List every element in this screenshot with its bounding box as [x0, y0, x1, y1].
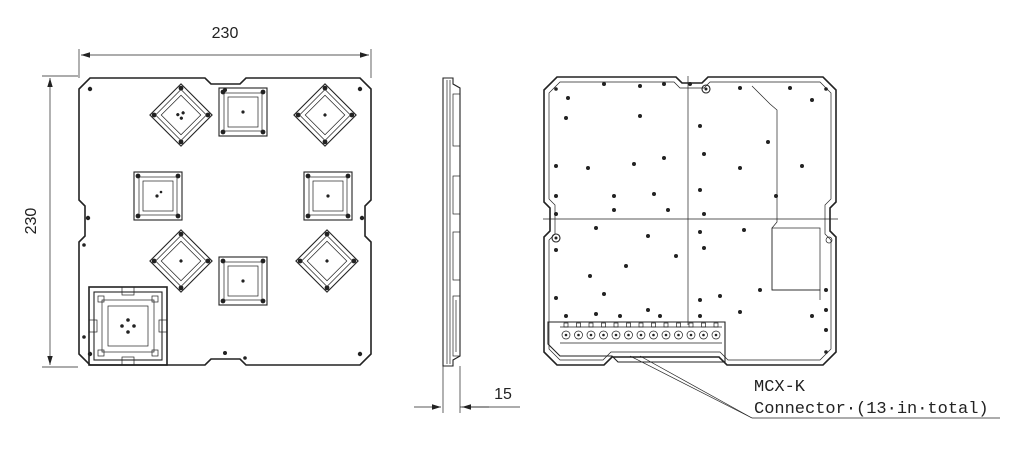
back-vias: [554, 82, 828, 332]
via: [688, 82, 692, 86]
via: [718, 294, 722, 298]
antenna-diamond-bottom-right: [295, 229, 359, 293]
connector-callout: MCX-K Connector·(13·in·total): [629, 355, 1000, 419]
width-dimension: 230: [78, 25, 372, 78]
via: [554, 248, 558, 252]
via: [698, 314, 702, 318]
mcx-k-connector: [561, 322, 571, 340]
mcx-k-connector: [599, 322, 608, 340]
via: [602, 292, 606, 296]
via: [810, 98, 814, 102]
mcx-k-connector: [624, 322, 633, 340]
thickness-dimension: 15: [414, 366, 520, 413]
antenna-square-mid-right: [303, 171, 353, 221]
via: [602, 82, 606, 86]
antenna-square-bottom-center: [218, 256, 268, 306]
width-label: 230: [212, 25, 239, 42]
side-board-outline: [442, 77, 461, 367]
via: [674, 254, 678, 258]
connector-strip: [547, 321, 726, 363]
via: [738, 310, 742, 314]
via: [612, 194, 616, 198]
mcx-k-connector: [686, 322, 696, 340]
via: [766, 140, 770, 144]
via: [564, 314, 568, 318]
mcx-k-connector: [574, 322, 583, 340]
via: [588, 274, 592, 278]
via: [646, 308, 650, 312]
via: [554, 212, 558, 216]
antenna-large-bottom-left: [88, 286, 168, 366]
via: [702, 246, 706, 250]
antenna-square-top-center: [218, 87, 268, 137]
antenna-square-mid-left: [133, 171, 183, 221]
via: [586, 166, 590, 170]
mcx-k-connector: [661, 322, 671, 340]
mcx-k-connector: [586, 322, 596, 340]
mcx-k-connector: [611, 322, 621, 340]
via: [758, 288, 762, 292]
via: [594, 312, 598, 316]
via: [632, 162, 636, 166]
height-dimension: 230: [23, 75, 78, 368]
via: [638, 114, 642, 118]
via: [612, 208, 616, 212]
via: [774, 194, 778, 198]
via: [738, 86, 742, 90]
front-mounting-holes: [82, 86, 365, 360]
mcx-k-connectors: [561, 322, 721, 340]
via: [646, 234, 650, 238]
via: [698, 298, 702, 302]
front-board-outline: [78, 77, 372, 366]
via: [800, 164, 804, 168]
via: [824, 308, 828, 312]
via: [824, 328, 828, 332]
via: [594, 226, 598, 230]
callout-line-2: Connector·(13·in·total): [754, 400, 989, 419]
front-view: 230 230: [23, 25, 372, 368]
via: [698, 230, 702, 234]
side-view: 15: [414, 77, 520, 413]
via: [698, 188, 702, 192]
mcx-k-connector: [711, 322, 721, 340]
via: [554, 194, 558, 198]
via: [662, 156, 666, 160]
via: [618, 314, 622, 318]
antenna-diamond-bottom-left: [149, 229, 213, 293]
via: [554, 164, 558, 168]
via: [564, 116, 568, 120]
mcx-k-connector: [649, 322, 658, 340]
via: [788, 86, 792, 90]
via: [566, 96, 570, 100]
via: [702, 152, 706, 156]
via: [554, 296, 558, 300]
mcx-k-connector: [699, 322, 708, 340]
mcx-k-connector: [636, 322, 646, 340]
antenna-diamond-top-right: [293, 83, 357, 147]
via: [742, 228, 746, 232]
antenna-diamond-top-left: [149, 83, 213, 147]
back-board-outline: [543, 76, 837, 366]
thickness-label: 15: [494, 386, 512, 403]
via: [810, 314, 814, 318]
via: [702, 212, 706, 216]
via: [824, 288, 828, 292]
via: [658, 314, 662, 318]
via: [666, 208, 670, 212]
via: [698, 124, 702, 128]
height-label: 230: [23, 208, 40, 235]
via: [738, 166, 742, 170]
via: [662, 82, 666, 86]
via: [638, 84, 642, 88]
back-view: [543, 76, 838, 366]
callout-line-1: MCX-K: [754, 378, 806, 397]
mcx-k-connector: [674, 322, 683, 340]
via: [624, 264, 628, 268]
via: [652, 192, 656, 196]
